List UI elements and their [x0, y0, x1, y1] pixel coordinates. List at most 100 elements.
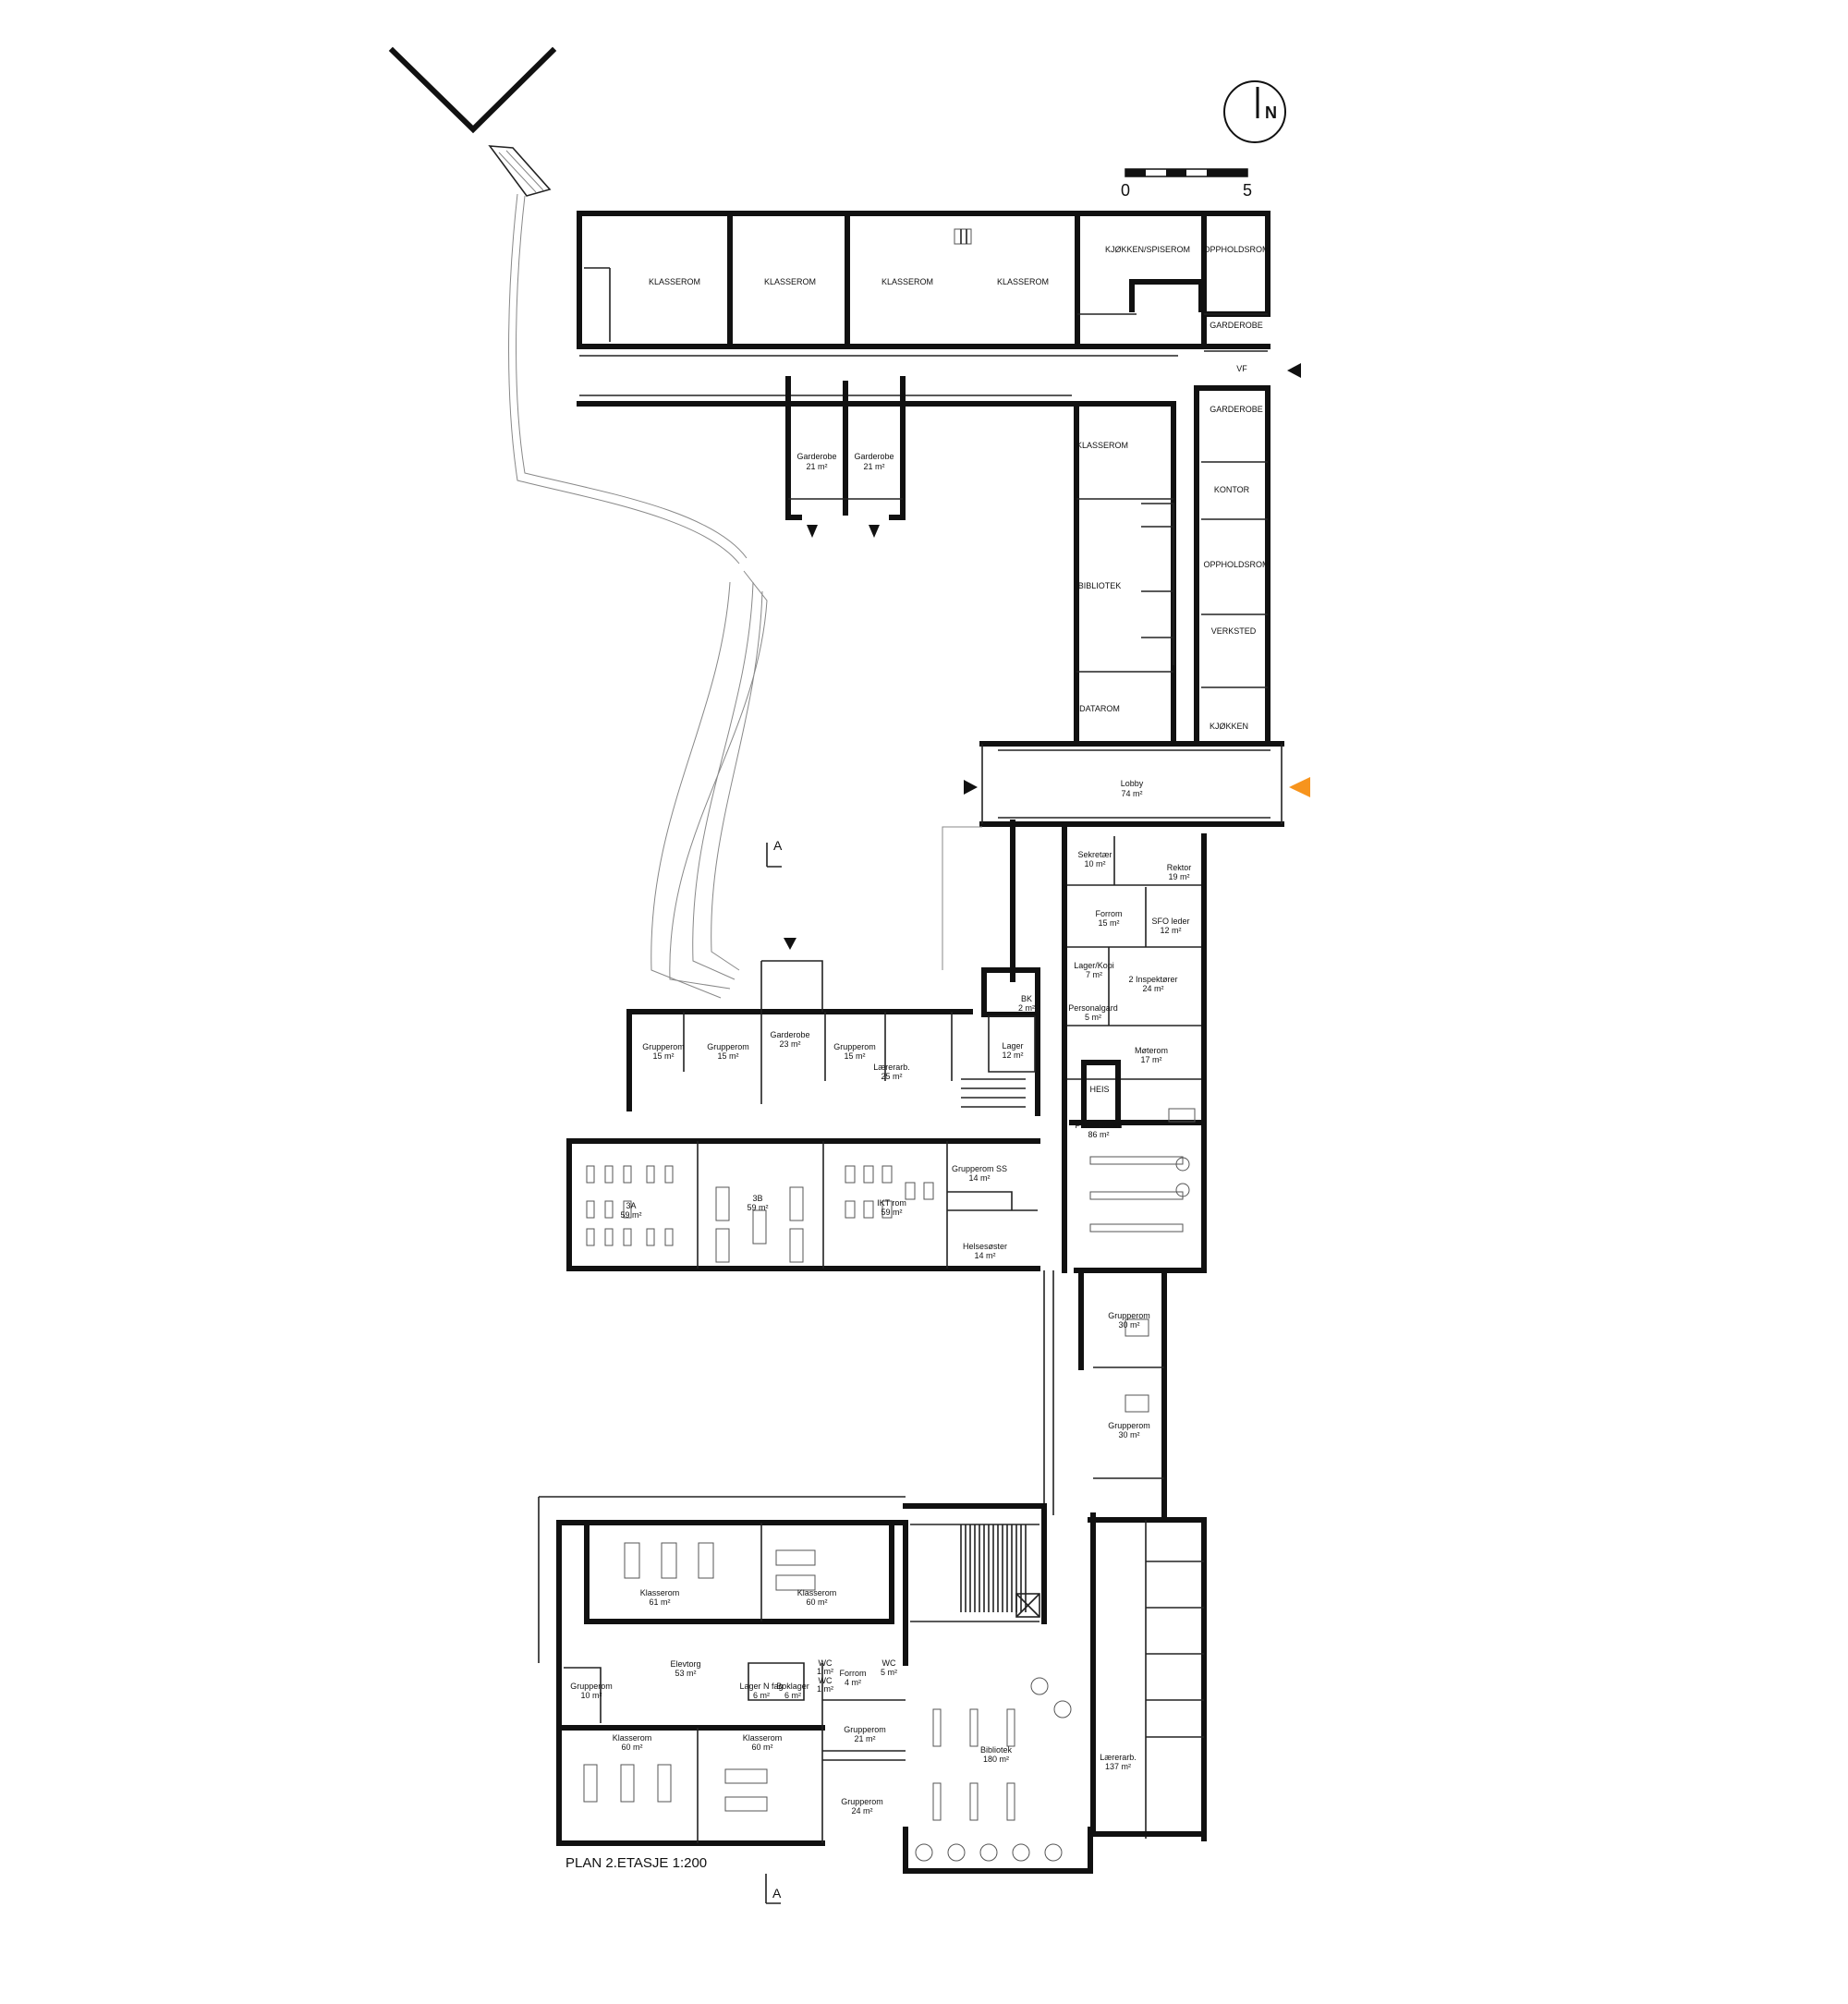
room-label-grupperom-ss: Grupperom SS — [952, 1164, 1007, 1173]
entrance-markers — [784, 363, 1310, 950]
room-label-garderobe-n1: GARDEROBE — [1210, 321, 1263, 330]
room-label-klasserom2: KLASSEROM — [764, 277, 816, 286]
room-area-grupperom-h: 24 m² — [851, 1806, 872, 1816]
room-label-verksted: VERKSTED — [1211, 626, 1257, 636]
room-label-grupperom-c: Grupperom — [833, 1042, 876, 1051]
entrance-arrow-icon — [869, 525, 880, 538]
room-label-heis: HEIS — [1089, 1085, 1109, 1094]
room-area-wc2: 1 m² — [817, 1684, 833, 1694]
room-label-garderobe-b: Garderobe — [854, 452, 894, 461]
room-area-laererarb1: 25 m² — [881, 1072, 902, 1081]
room-area-forrom1: 15 m² — [1098, 918, 1119, 928]
room-label-laererarb1: Lærerarb. — [873, 1063, 910, 1072]
room-label-klasserom61: Klasserom — [640, 1588, 680, 1597]
room-label-klasserom60b: Klasserom — [613, 1733, 652, 1743]
north-wing — [577, 211, 1270, 407]
room-area-inspektorer: 24 m² — [1142, 984, 1163, 993]
room-label-bibliotek: BIBLIOTEK — [1078, 581, 1122, 590]
room-label-klasserom60c: Klasserom — [743, 1733, 783, 1743]
room-labels: KLASSEROM KLASSEROM KLASSEROM KLASSEROM … — [570, 245, 1269, 1816]
furniture — [583, 1108, 1196, 1862]
plan-title: PLAN 2.ETASJE 1:200 — [565, 1855, 707, 1871]
north-label: N — [1265, 103, 1277, 122]
room-label-vf: VF — [1236, 364, 1247, 373]
room-area-garderobe-c: 23 m² — [779, 1039, 800, 1049]
room-area-personalrom: 86 m² — [1088, 1130, 1109, 1139]
garderobe-block — [785, 376, 906, 520]
room-area-helsesoster: 14 m² — [974, 1251, 995, 1260]
room-area-klasserom61: 61 m² — [649, 1597, 670, 1607]
entrance-arrow-icon — [784, 938, 796, 950]
lobby-block — [979, 741, 1284, 827]
east-wing — [1074, 313, 1270, 747]
room-label-forrom2: Forrom — [840, 1669, 867, 1678]
room-label-klasserom5: KLASSEROM — [1076, 441, 1128, 450]
room-label-personalrom: Personalrom — [1075, 1121, 1122, 1130]
room-area-grupperom-e: 30 m² — [1118, 1430, 1139, 1439]
room-area-grupperom-b: 15 m² — [717, 1051, 738, 1061]
room-label-grupperom-h: Grupperom — [841, 1797, 883, 1806]
room-area-moterom: 17 m² — [1140, 1055, 1161, 1064]
room-area-rektor: 19 m² — [1168, 872, 1189, 881]
room-area-bibliotek2: 180 m² — [983, 1755, 1009, 1764]
room-area-personalgard: 5 m² — [1085, 1013, 1101, 1022]
room-label-sekretaer: Sekretær — [1077, 850, 1112, 859]
main-entrance-arrow-icon — [1289, 777, 1310, 797]
south-block — [538, 1496, 1207, 1874]
room-label-wc2: WC — [819, 1676, 833, 1685]
room-label-ikt: IKT rom — [877, 1198, 906, 1208]
room-area-boklager: 6 m² — [784, 1691, 801, 1700]
room-label-datarom: DATAROM — [1079, 704, 1120, 713]
room-label-inspektorer: 2 Inspektører — [1128, 975, 1177, 984]
room-label-grupperom-g: Grupperom — [844, 1725, 886, 1734]
room-area-garderobe-a: 21 m² — [806, 462, 827, 471]
room-label-lobby: Lobby — [1121, 779, 1144, 788]
room-label-grupperom-a: Grupperom — [642, 1042, 685, 1051]
room-area-lager-kopi: 7 m² — [1086, 970, 1102, 979]
room-area-wc3: 5 m² — [881, 1668, 897, 1677]
room-label-bibliotek2: Bibliotek — [980, 1745, 1013, 1755]
room-area-sekretaer: 10 m² — [1084, 859, 1105, 868]
room-label-klasserom4: KLASSEROM — [997, 277, 1049, 286]
section-label-top: A — [773, 838, 783, 853]
entrance-arrow-icon — [964, 780, 978, 795]
room-label-grupperom-b: Grupperom — [707, 1042, 749, 1051]
middle-block — [626, 826, 1040, 1116]
room-label-klasserom60a: Klasserom — [797, 1588, 837, 1597]
room-area-sfo-leder: 12 m² — [1160, 926, 1181, 935]
room-label-grupperom-f: Grupperom — [570, 1682, 613, 1691]
room-label-wc1: WC — [819, 1658, 833, 1668]
classroom-row — [566, 1138, 1040, 1271]
room-area-wc1: 1 m² — [817, 1667, 833, 1676]
room-label-grupperom-e: Grupperom — [1108, 1421, 1150, 1430]
room-label-garderobe-c: Garderobe — [770, 1030, 809, 1039]
room-label-kjokken-spiserom: KJØKKEN/SPISEROM — [1105, 245, 1190, 254]
room-area-grupperom-d: 30 m² — [1118, 1320, 1139, 1330]
room-area-3b: 59 m² — [747, 1203, 768, 1212]
room-label-forrom1: Forrom — [1096, 909, 1123, 918]
room-area-laererarb2: 137 m² — [1105, 1762, 1131, 1771]
room-label-grupperom-d: Grupperom — [1108, 1311, 1150, 1320]
admin-block — [1010, 820, 1207, 1273]
room-label-oppholdsrom1: OPPHOLDSROM — [1203, 245, 1269, 254]
room-area-klasserom60c: 60 m² — [751, 1743, 772, 1752]
room-area-lobby: 74 m² — [1121, 789, 1142, 798]
room-label-rektor: Rektor — [1167, 863, 1192, 872]
room-label-klasserom1: KLASSEROM — [649, 277, 700, 286]
room-area-klasserom60b: 60 m² — [621, 1743, 642, 1752]
scale-bar: 0 5 — [1121, 168, 1252, 200]
section-label-bottom: A — [772, 1886, 782, 1901]
room-area-bk: 2 m² — [1018, 1003, 1035, 1013]
room-area-3a: 59 m² — [620, 1210, 641, 1220]
room-label-kontor: KONTOR — [1214, 485, 1250, 494]
entrance-arrow-icon — [807, 525, 818, 538]
room-label-kjokken: KJØKKEN — [1210, 722, 1248, 731]
room-label-3a: 3A — [626, 1201, 636, 1210]
room-label-oppholdsrom2: OPPHOLDSROM — [1203, 560, 1269, 569]
room-area-forrom2: 4 m² — [845, 1678, 861, 1687]
room-area-ikt: 59 m² — [881, 1208, 902, 1217]
room-label-lager-n-fag: Lager N fag — [739, 1682, 783, 1691]
north-arrow-icon: N — [1223, 80, 1286, 143]
room-area-lager-n-fag: 6 m² — [753, 1691, 770, 1700]
